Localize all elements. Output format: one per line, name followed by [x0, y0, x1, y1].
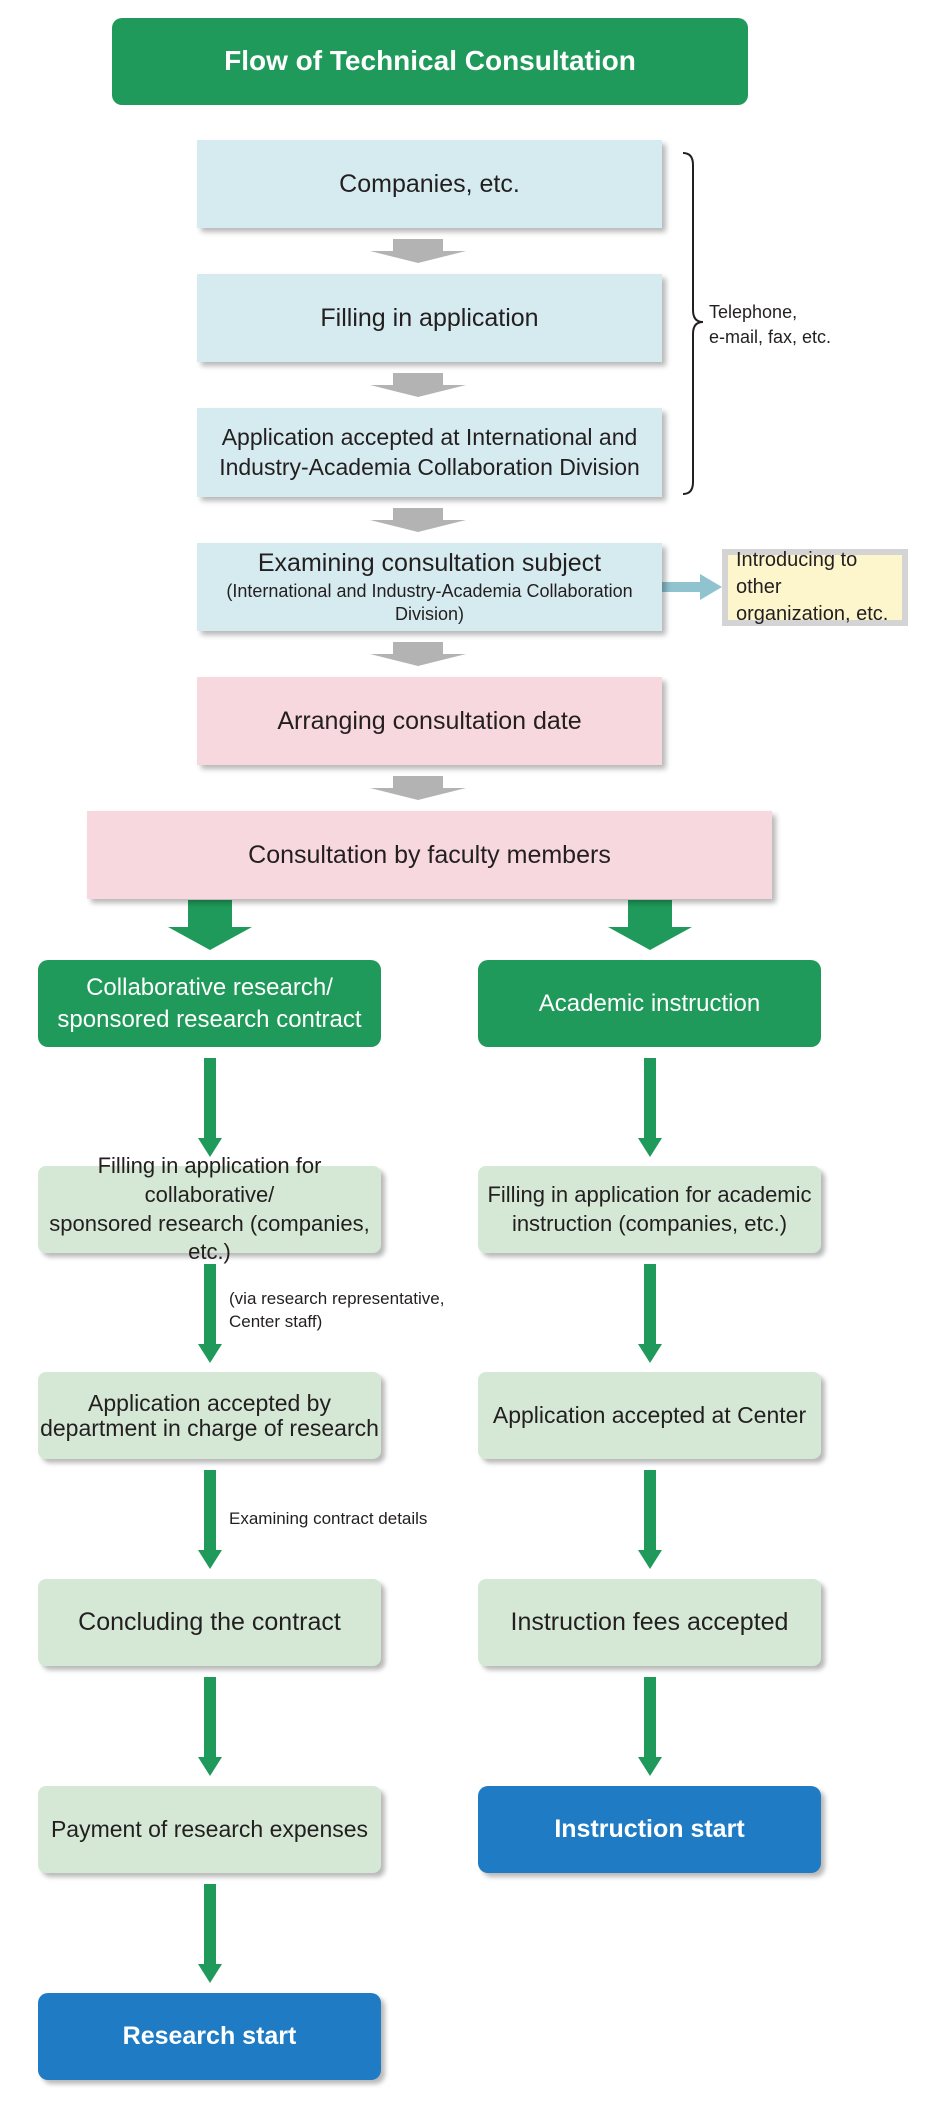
left-application-accepted: Application accepted by department in ch…	[38, 1372, 381, 1459]
instruction-start-label: Instruction start	[554, 1815, 745, 1844]
branch-academic-label: Academic instruction	[538, 989, 761, 1017]
right-filling-line1: Filling in application for academic	[487, 1181, 812, 1207]
examining-contract-text: Examining contract details	[229, 1509, 428, 1528]
branch-collaborative-research: Collaborative research/ sponsored resear…	[38, 960, 381, 1047]
right-accepted-label: Application accepted at Center	[492, 1401, 807, 1428]
step-companies: Companies, etc.	[197, 140, 662, 228]
step-filling-application: Filling in application	[197, 274, 662, 362]
step-arranging-date-label: Arranging consultation date	[277, 706, 582, 735]
left-accepted-line2: department in charge of research	[40, 1414, 379, 1441]
step-application-accepted-line2: Industry-Academia Collaboration Division	[219, 453, 640, 480]
gray-arrow-1	[370, 239, 466, 263]
left-filling-application: Filling in application for collaborative…	[38, 1153, 381, 1264]
step-application-accepted-line1: Application accepted at International an…	[221, 423, 638, 450]
gray-arrow-4	[370, 642, 466, 666]
green-branch-arrow-right	[608, 900, 692, 950]
branch-collaborative-line2: sponsored research contract	[57, 1005, 362, 1033]
left-payment: Payment of research expenses	[38, 1786, 381, 1873]
via-line2: Center staff)	[229, 1311, 323, 1331]
left-filling-line2: sponsored research (companies, etc.)	[49, 1210, 370, 1265]
step-arranging-date: Arranging consultation date	[197, 677, 662, 765]
introducing-other-organization: Introducing to other organization, etc.	[722, 549, 908, 626]
step-examining-sub: (International and Industry-Academia Col…	[226, 580, 633, 625]
contact-methods-note: Telephone, e-mail, fax, etc.	[709, 300, 831, 350]
introducing-line2: organization, etc.	[736, 603, 889, 625]
bracket	[682, 152, 704, 495]
right-fees-label: Instruction fees accepted	[510, 1608, 789, 1637]
step-application-accepted: Application accepted at International an…	[197, 408, 662, 497]
branch-collaborative-line1: Collaborative research/	[86, 974, 333, 1002]
via-representative-note: (via research representative, Center sta…	[229, 1288, 444, 1334]
contact-methods-line2: e-mail, fax, etc.	[709, 327, 832, 348]
left-payment-label: Payment of research expenses	[50, 1815, 369, 1842]
step-filling-application-label: Filling in application	[320, 303, 539, 332]
right-application-accepted: Application accepted at Center	[478, 1372, 821, 1459]
teal-right-arrow	[661, 574, 722, 600]
step-consultation: Consultation by faculty members	[87, 811, 772, 899]
contact-methods-line1: Telephone,	[709, 302, 798, 322]
diagram-title-text: Flow of Technical Consultation	[224, 45, 636, 77]
branch-academic-instruction: Academic instruction	[478, 960, 821, 1047]
right-filling-line2: instruction (companies, etc.)	[511, 1210, 788, 1236]
left-accepted-line1: Application accepted by	[88, 1390, 331, 1417]
diagram-title: Flow of Technical Consultation	[112, 18, 748, 105]
examining-contract-note: Examining contract details	[229, 1508, 427, 1531]
left-concluding-label: Concluding the contract	[78, 1608, 341, 1637]
introducing-line1: Introducing to other	[736, 549, 858, 598]
left-filling-line1: Filling in application for collaborative…	[97, 1153, 322, 1207]
instruction-start: Instruction start	[478, 1786, 821, 1873]
right-fees-accepted: Instruction fees accepted	[478, 1579, 821, 1666]
gray-arrow-2	[370, 373, 466, 397]
step-examining-subject: Examining consultation subject (Internat…	[197, 543, 662, 631]
step-examining-main: Examining consultation subject	[257, 549, 602, 578]
via-line1: (via research representative,	[229, 1289, 445, 1308]
gray-arrow-5	[370, 776, 466, 800]
step-companies-label: Companies, etc.	[339, 169, 520, 198]
research-start-label: Research start	[122, 2022, 297, 2051]
step-consultation-label: Consultation by faculty members	[248, 840, 611, 869]
green-branch-arrow-left	[168, 900, 252, 950]
gray-arrow-3	[370, 508, 466, 532]
research-start: Research start	[38, 1993, 381, 2080]
left-concluding-contract: Concluding the contract	[38, 1579, 381, 1666]
right-filling-application: Filling in application for academic inst…	[478, 1166, 821, 1253]
